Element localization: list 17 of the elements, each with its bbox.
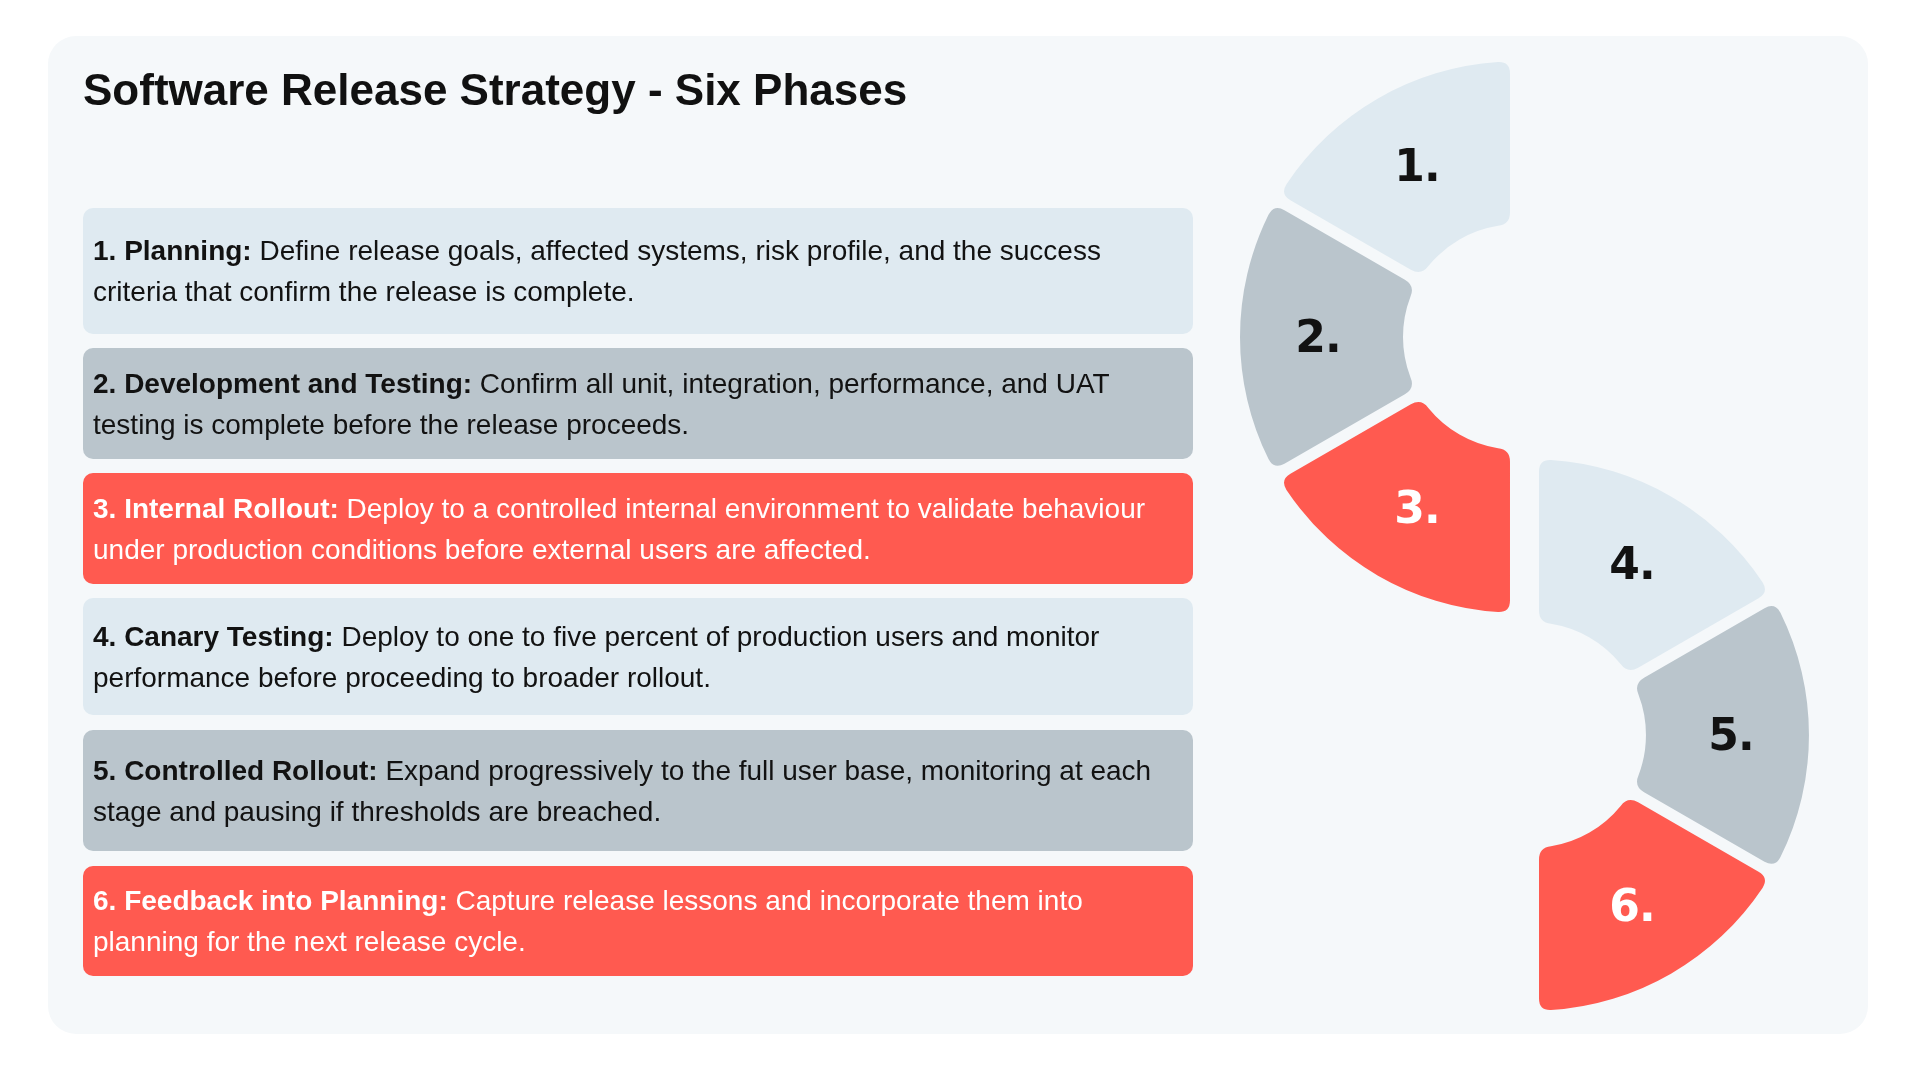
step-number: 2.: [1295, 312, 1341, 362]
phase-card: [83, 866, 1193, 976]
phase-card: [83, 730, 1193, 851]
phase-description: 5. Controlled Rollout: Expand progressively to the full user base, monitoring at each stage and pausing if thresholds are breached.: [93, 753, 1153, 829]
phase-description: 6. Feedback into Planning: Capture release lessons and incorporate them into planning for the next release cycle.: [93, 884, 1084, 959]
phase-card: [83, 348, 1193, 459]
phase-description: 3. Internal Rollout: Deploy to a controlled internal environment to validate behaviour under production conditions before external users are affected.: [93, 491, 1147, 567]
phase-card: [83, 473, 1193, 584]
step-number: 5.: [1708, 710, 1754, 760]
title: Software Release Strategy - Six Phases: [83, 64, 908, 116]
phase-description: 4. Canary Testing: Deploy to one to five percent of production users and monitor performance before proceeding to broader rollout.: [93, 619, 1101, 695]
step-number: 3.: [1394, 483, 1440, 534]
step-number: 1.: [1394, 140, 1440, 191]
step-number: 6.: [1609, 881, 1655, 932]
phase-description: 2. Development and Testing: Confirm all unit, integration, performance, and UAT testing is complete before the release proceeds.: [93, 366, 1111, 442]
step-number: 4.: [1609, 538, 1655, 589]
phase-description: 1. Planning: Define release goals, affected systems, risk profile, and the success criteria that confirm the release is complete.: [93, 234, 1102, 309]
